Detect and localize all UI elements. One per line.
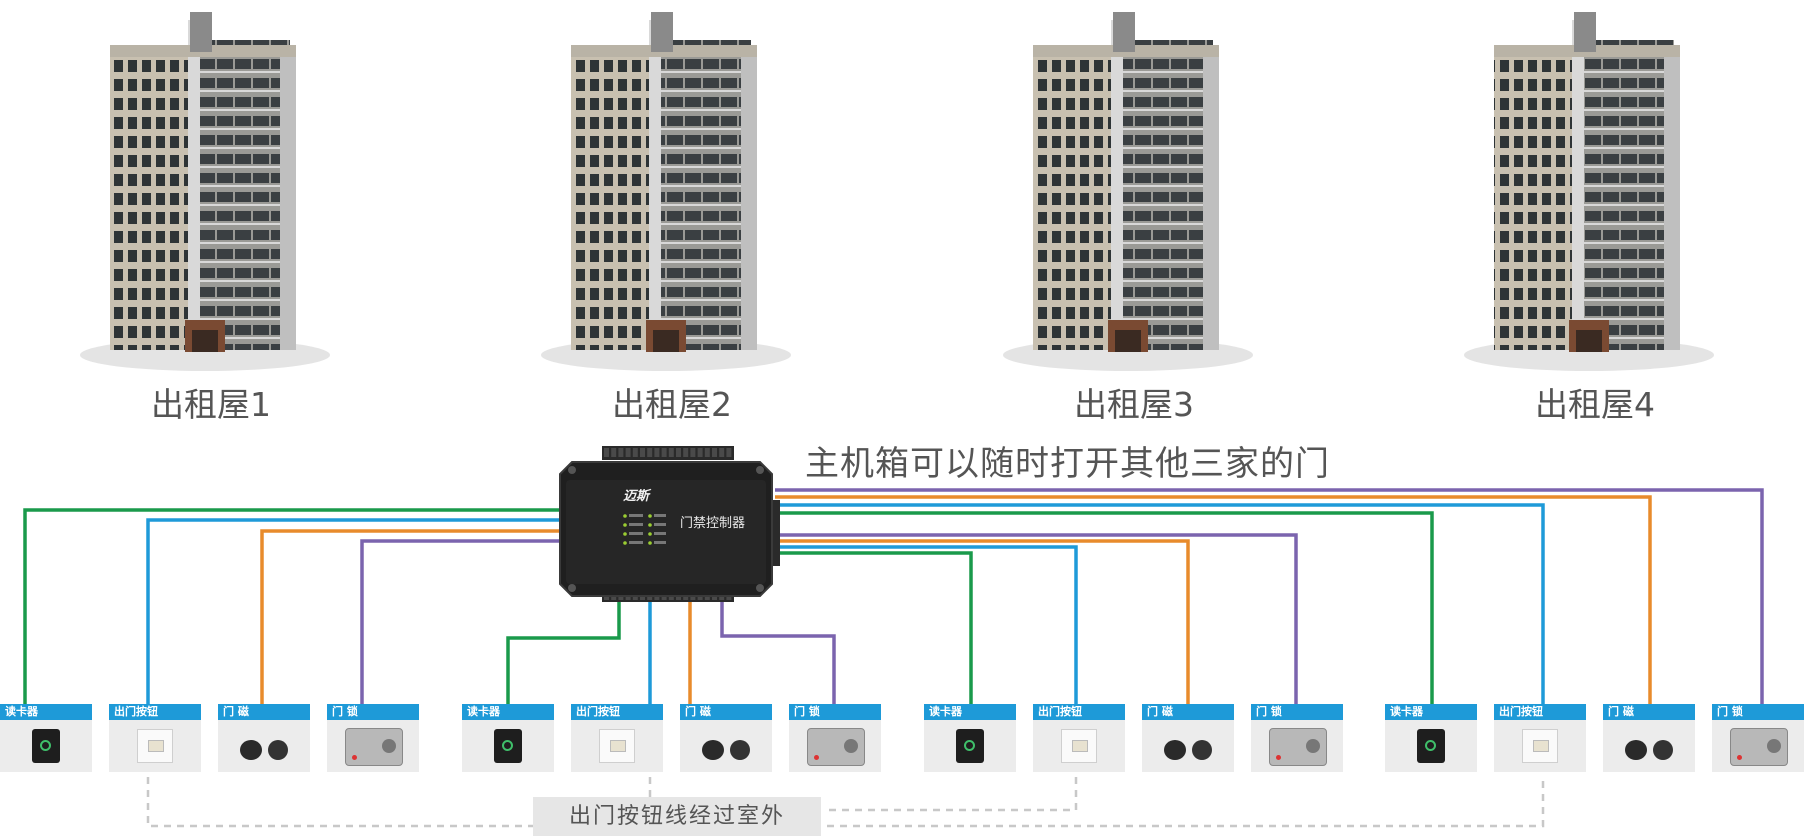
- wire-button-1: [146, 518, 565, 704]
- device-label: 出门按钮: [109, 704, 201, 720]
- wire-lock-4: [775, 488, 1764, 704]
- controller-brand: 迈斯: [623, 488, 652, 504]
- card-reader-icon: [956, 729, 984, 763]
- door-lock-icon: [1730, 728, 1788, 766]
- card-reader-icon: [32, 729, 60, 763]
- outdoor-button-wire: [146, 777, 1545, 828]
- device-button-4: 出门按钮: [1494, 704, 1586, 772]
- diagram-caption: 主机箱可以随时打开其他三家的门: [805, 444, 1330, 484]
- house-label-1: 出租屋1: [151, 385, 271, 424]
- device-lock-2: 门 锁: [789, 704, 881, 772]
- device-photo: [1385, 720, 1477, 772]
- building-1: [80, 12, 330, 371]
- device-label: 门 锁: [327, 704, 419, 720]
- device-lock-3: 门 锁: [1251, 704, 1343, 772]
- device-photo: [1251, 720, 1343, 772]
- device-label: 门 锁: [1251, 704, 1343, 720]
- device-label: 读卡器: [924, 704, 1016, 720]
- outdoor-wire-note: 出门按钮线经过室外: [533, 797, 821, 836]
- device-label: 出门按钮: [1033, 704, 1125, 720]
- wire-reader-3: [775, 551, 973, 704]
- magnetic-sensor-icon: [1164, 734, 1214, 762]
- device-label: 门 磁: [1603, 704, 1695, 720]
- device-lock-1: 门 锁: [327, 704, 419, 772]
- wire-lock-1: [360, 539, 565, 704]
- device-photo: [327, 720, 419, 772]
- device-photo: [0, 720, 92, 772]
- device-photo: [1142, 720, 1234, 772]
- wire-group: [23, 488, 1764, 704]
- wire-reader-4: [775, 511, 1434, 704]
- device-photo: [462, 720, 554, 772]
- card-reader-icon: [1417, 729, 1445, 763]
- device-reader-4: 读卡器: [1385, 704, 1477, 772]
- device-sensor-1: 门 磁: [218, 704, 310, 772]
- building-3: [1003, 12, 1253, 371]
- device-photo: [924, 720, 1016, 772]
- device-button-2: 出门按钮: [571, 704, 663, 772]
- wire-sensor-3: [775, 539, 1190, 704]
- device-photo: [789, 720, 881, 772]
- device-photo: [1494, 720, 1586, 772]
- wire-sensor-1: [260, 529, 565, 704]
- exit-button-icon: [1061, 729, 1097, 763]
- device-button-3: 出门按钮: [1033, 704, 1125, 772]
- wire-reader-2: [506, 602, 621, 704]
- device-lock-4: 门 锁: [1712, 704, 1804, 772]
- wire-lock-3: [775, 533, 1298, 704]
- door-lock-icon: [807, 728, 865, 766]
- device-reader-1: 读卡器: [0, 704, 92, 772]
- device-sensor-2: 门 磁: [680, 704, 772, 772]
- device-photo: [680, 720, 772, 772]
- device-label: 出门按钮: [1494, 704, 1586, 720]
- device-label: 门 锁: [789, 704, 881, 720]
- wire-button-4: [775, 503, 1545, 704]
- controller-name: 门禁控制器: [680, 516, 745, 531]
- device-sensor-4: 门 磁: [1603, 704, 1695, 772]
- door-lock-icon: [345, 728, 403, 766]
- device-label: 读卡器: [462, 704, 554, 720]
- house-label-3: 出租屋3: [1074, 385, 1194, 424]
- device-photo: [218, 720, 310, 772]
- device-label: 出门按钮: [571, 704, 663, 720]
- device-label: 门 磁: [1142, 704, 1234, 720]
- device-reader-2: 读卡器: [462, 704, 554, 772]
- device-label: 门 磁: [218, 704, 310, 720]
- wire-lock-2: [720, 602, 836, 704]
- device-label: 读卡器: [1385, 704, 1477, 720]
- device-sensor-3: 门 磁: [1142, 704, 1234, 772]
- house-label-2: 出租屋2: [612, 385, 732, 424]
- exit-button-icon: [599, 729, 635, 763]
- access-controller: 迈斯 门禁控制器: [559, 446, 780, 602]
- exit-button-icon: [137, 729, 173, 763]
- wire-sensor-4: [775, 495, 1652, 704]
- building-4: [1464, 12, 1714, 371]
- device-label: 读卡器: [0, 704, 92, 720]
- device-photo: [109, 720, 201, 772]
- house-label-4: 出租屋4: [1535, 385, 1655, 424]
- device-photo: [1712, 720, 1804, 772]
- magnetic-sensor-icon: [240, 734, 290, 762]
- wire-reader-1: [23, 508, 565, 704]
- wire-button-3: [775, 545, 1078, 704]
- magnetic-sensor-icon: [702, 734, 752, 762]
- device-photo: [1603, 720, 1695, 772]
- device-photo: [1033, 720, 1125, 772]
- device-button-1: 出门按钮: [109, 704, 201, 772]
- magnetic-sensor-icon: [1625, 734, 1675, 762]
- card-reader-icon: [494, 729, 522, 763]
- device-photo: [571, 720, 663, 772]
- building-2: [541, 12, 791, 371]
- device-reader-3: 读卡器: [924, 704, 1016, 772]
- device-label: 门 磁: [680, 704, 772, 720]
- device-label: 门 锁: [1712, 704, 1804, 720]
- door-lock-icon: [1269, 728, 1327, 766]
- exit-button-icon: [1522, 729, 1558, 763]
